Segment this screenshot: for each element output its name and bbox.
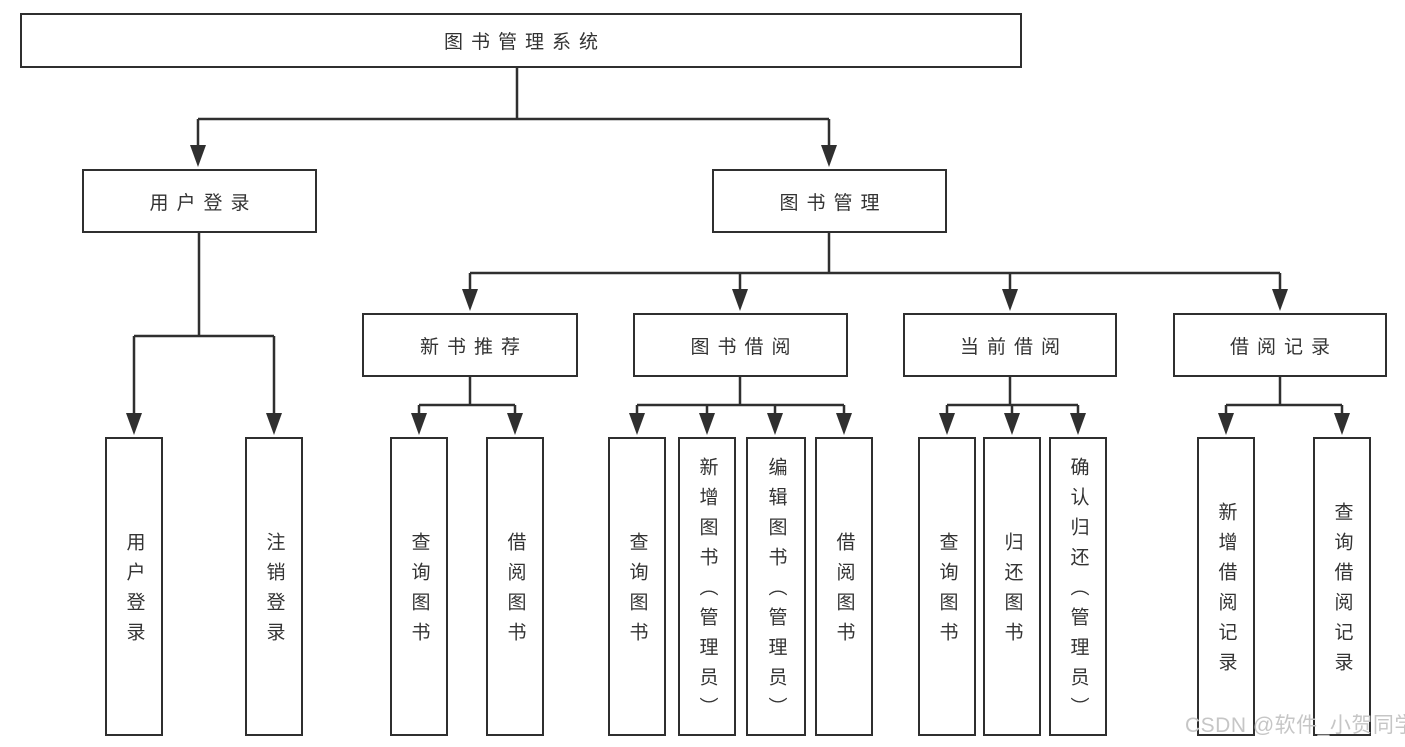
leaf-current-query-books: 查询图书 (918, 437, 976, 736)
leaf-confirm-return-admin: 确认归还（管理员） (1049, 437, 1107, 736)
node-label: 借阅记录 (1229, 336, 1338, 358)
leaf-recommend-borrow-books: 借阅图书 (486, 437, 544, 736)
leaf-borrowing-query-books: 查询图书 (608, 437, 666, 736)
node-label: 用户登录 (149, 192, 258, 214)
node-user-login: 用户登录 (82, 169, 317, 233)
node-borrowing-records: 借阅记录 (1173, 313, 1387, 377)
connector-book-management-to-level3 (462, 233, 1288, 311)
node-label: 当前借阅 (959, 336, 1068, 358)
node-label: 新增图书（管理员） (696, 457, 718, 727)
node-label: 新书推荐 (419, 336, 528, 358)
leaf-query-borrowing-record: 查询借阅记录 (1313, 437, 1371, 736)
node-label: 查询图书 (936, 532, 958, 652)
leaf-return-books: 归还图书 (983, 437, 1041, 736)
node-new-book-recommendation: 新书推荐 (362, 313, 578, 377)
node-label: 用户登录 (123, 532, 145, 652)
node-label: 归还图书 (1001, 532, 1023, 652)
node-library-management-system: 图书管理系统 (20, 13, 1022, 68)
node-current-borrowing: 当前借阅 (903, 313, 1117, 377)
connector-book-borrowing-to-leaves (629, 376, 852, 435)
node-book-management: 图书管理 (712, 169, 947, 233)
leaf-add-books-admin: 新增图书（管理员） (678, 437, 736, 736)
node-label: 借阅图书 (833, 532, 855, 652)
leaf-user-login: 用户登录 (105, 437, 163, 736)
connector-user-login-to-leaves (126, 233, 282, 435)
node-label: 图书管理系统 (443, 32, 606, 53)
connector-borrowing-records-to-leaves (1218, 376, 1350, 435)
node-label: 注销登录 (263, 532, 285, 652)
connector-current-borrowing-to-leaves (939, 376, 1086, 435)
connector-root-to-level2 (190, 68, 837, 167)
leaf-add-borrowing-record: 新增借阅记录 (1197, 437, 1255, 736)
node-label: 确认归还（管理员） (1067, 457, 1089, 727)
leaf-logout: 注销登录 (245, 437, 303, 736)
leaf-borrowing-borrow-books: 借阅图书 (815, 437, 873, 736)
csdn-watermark: CSDN @软件_小贺同学 (1185, 714, 1405, 737)
node-label: 新增借阅记录 (1215, 502, 1237, 682)
node-label: 编辑图书（管理员） (765, 457, 787, 727)
node-book-borrowing: 图书借阅 (633, 313, 848, 377)
node-label: 查询图书 (626, 532, 648, 652)
leaf-edit-books-admin: 编辑图书（管理员） (746, 437, 806, 736)
node-label: 借阅图书 (504, 532, 526, 652)
node-label: 图书借阅 (690, 336, 799, 358)
node-label: 查询图书 (408, 532, 430, 652)
node-label: 图书管理 (779, 192, 888, 214)
connector-new-book-recommendation-to-leaves (411, 376, 523, 435)
leaf-recommend-query-books: 查询图书 (390, 437, 448, 736)
node-label: 查询借阅记录 (1331, 502, 1353, 682)
